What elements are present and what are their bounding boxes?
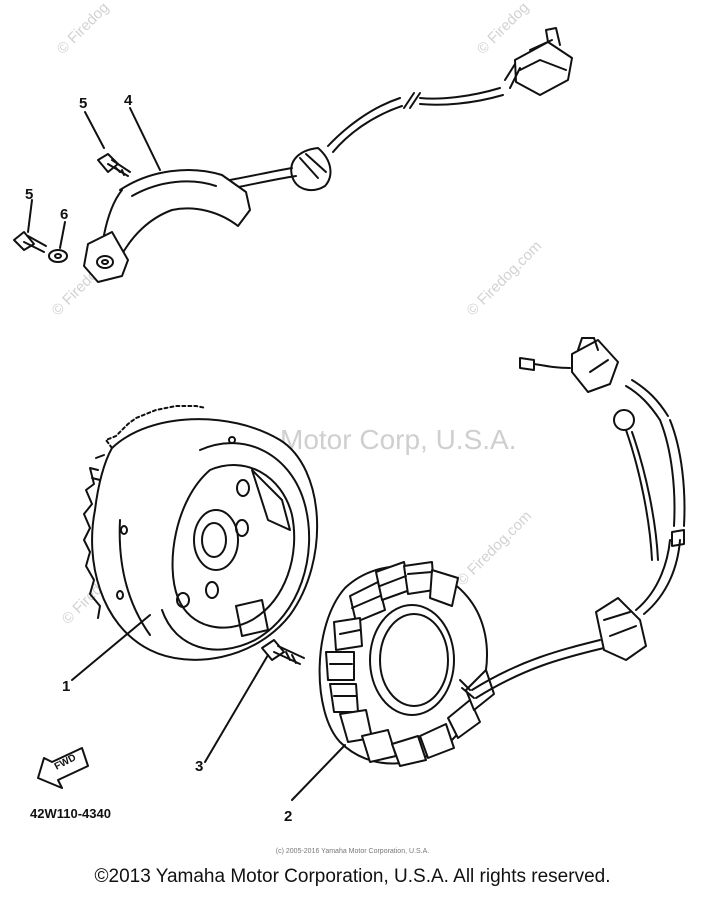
callout-5-upper: 5 bbox=[79, 95, 88, 112]
small-copyright: (c) 2005-2016 Yamaha Motor Corporation, … bbox=[275, 848, 430, 855]
callout-6: 6 bbox=[60, 206, 69, 223]
pickup-connector-drawing bbox=[504, 27, 573, 96]
callout-3: 3 bbox=[195, 758, 204, 775]
callout-4: 4 bbox=[124, 92, 133, 109]
stator-drawing bbox=[318, 561, 495, 767]
rotor-drawing bbox=[83, 405, 319, 661]
diagram-part-code: 42W110-4340 bbox=[30, 806, 111, 821]
callout-1: 1 bbox=[62, 678, 71, 695]
fwd-arrow-drawing bbox=[37, 747, 89, 789]
screw-drawing bbox=[97, 153, 131, 177]
footer-copyright: ©2013 Yamaha Motor Corporation, U.S.A. A… bbox=[94, 866, 611, 887]
bolt-drawing bbox=[261, 639, 305, 665]
callout-5-lower: 5 bbox=[25, 186, 34, 203]
callout-2: 2 bbox=[284, 808, 293, 825]
screw-drawing bbox=[13, 231, 47, 253]
